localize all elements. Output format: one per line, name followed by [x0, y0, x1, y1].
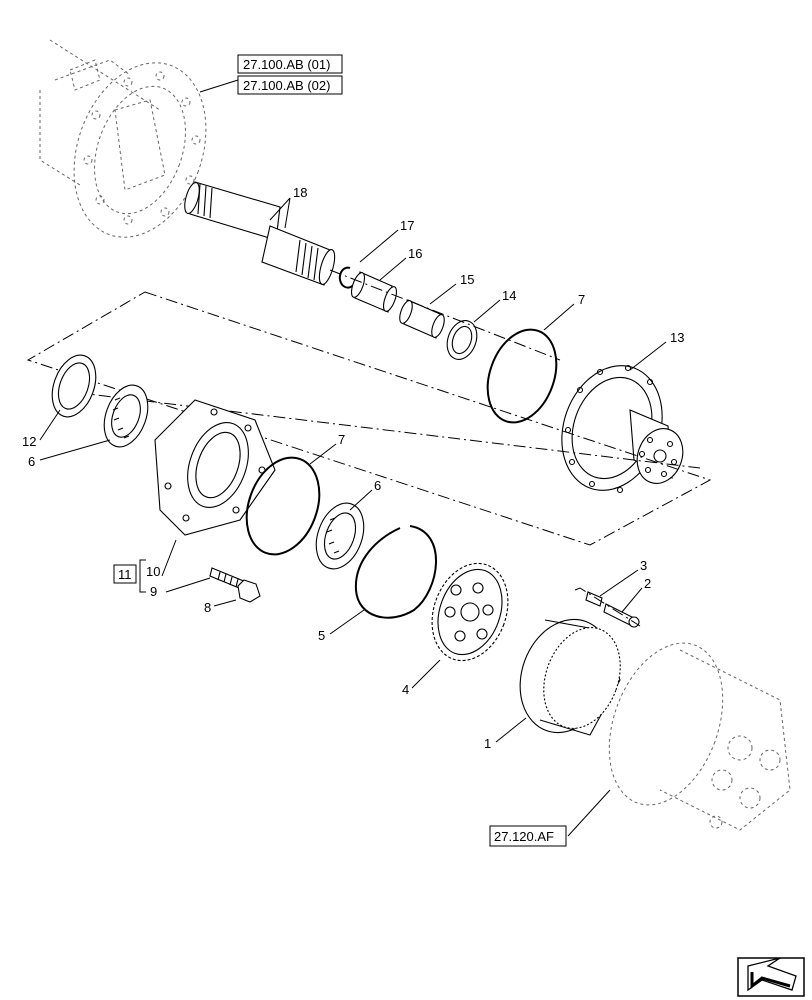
axle-housing-phantom: [39, 39, 207, 238]
ring-gear-part-1: [519, 618, 621, 736]
planetary-housing-phantom: [608, 642, 791, 831]
assembly-boundary: [26, 291, 712, 546]
ref-box-planetary-housing[interactable]: 27.120.AF: [489, 825, 567, 847]
ref-label-axle-housing-1: 27.100.AB (01): [243, 57, 330, 72]
callout-4: 4: [402, 682, 409, 697]
leader-lines: [39, 79, 667, 837]
carrier-part-10: [154, 399, 276, 536]
callout-13: 13: [670, 330, 684, 345]
callout-10: 10: [146, 564, 160, 579]
spacer-part-15: [399, 299, 445, 339]
ref-label-planetary-housing: 27.120.AF: [494, 829, 554, 844]
callout-18: 18: [293, 185, 307, 200]
callout-15: 15: [460, 272, 474, 287]
nut-part-8: [237, 579, 261, 603]
seal-part-12: [51, 354, 97, 418]
bolt-part-2: [603, 603, 640, 628]
o-ring-part-7-upper: [486, 328, 558, 424]
o-ring-part-7-lower: [245, 456, 321, 556]
callout-14: 14: [502, 288, 516, 303]
kit-box-11[interactable]: 11: [113, 564, 137, 584]
callout-8: 8: [204, 600, 211, 615]
bearing-part-6-right: [315, 502, 365, 570]
callout-9: 9: [150, 584, 157, 599]
bushing-part-16: [350, 271, 398, 313]
callout-12: 12: [22, 434, 36, 449]
snap-ring-part-5: [354, 525, 437, 619]
callout-7-lower: 7: [338, 432, 345, 447]
callout-7-upper: 7: [578, 292, 585, 307]
kit-label: 11: [118, 567, 132, 582]
callout-3: 3: [640, 558, 647, 573]
pin-part-3: [585, 591, 603, 607]
gear-part-4: [431, 562, 509, 662]
ref-label-axle-housing-2: 27.100.AB (02): [243, 78, 330, 93]
callout-16: 16: [408, 246, 422, 261]
center-axis: [54, 389, 701, 469]
ref-box-axle-housing-1[interactable]: 27.100.AB (01): [237, 54, 343, 74]
callout-2: 2: [644, 576, 651, 591]
callout-17: 17: [400, 218, 414, 233]
ref-box-axle-housing-2[interactable]: 27.100.AB (02): [237, 75, 343, 95]
wheel-hub-part-13: [561, 364, 684, 494]
callout-6-left: 6: [28, 454, 35, 469]
callout-numbers: 18 17 16 15 14 7 13 12 6 7 6 10 9 8 5 4 …: [22, 185, 684, 751]
callout-5: 5: [318, 628, 325, 643]
snap-ring-part-17: [338, 266, 355, 289]
callout-6-right: 6: [374, 478, 381, 493]
callout-1: 1: [484, 736, 491, 751]
arrow-next-icon[interactable]: [737, 957, 805, 997]
axle-shaft-part-18: [184, 181, 336, 286]
ring-part-14: [446, 320, 478, 360]
bearing-part-6-left: [103, 384, 149, 448]
